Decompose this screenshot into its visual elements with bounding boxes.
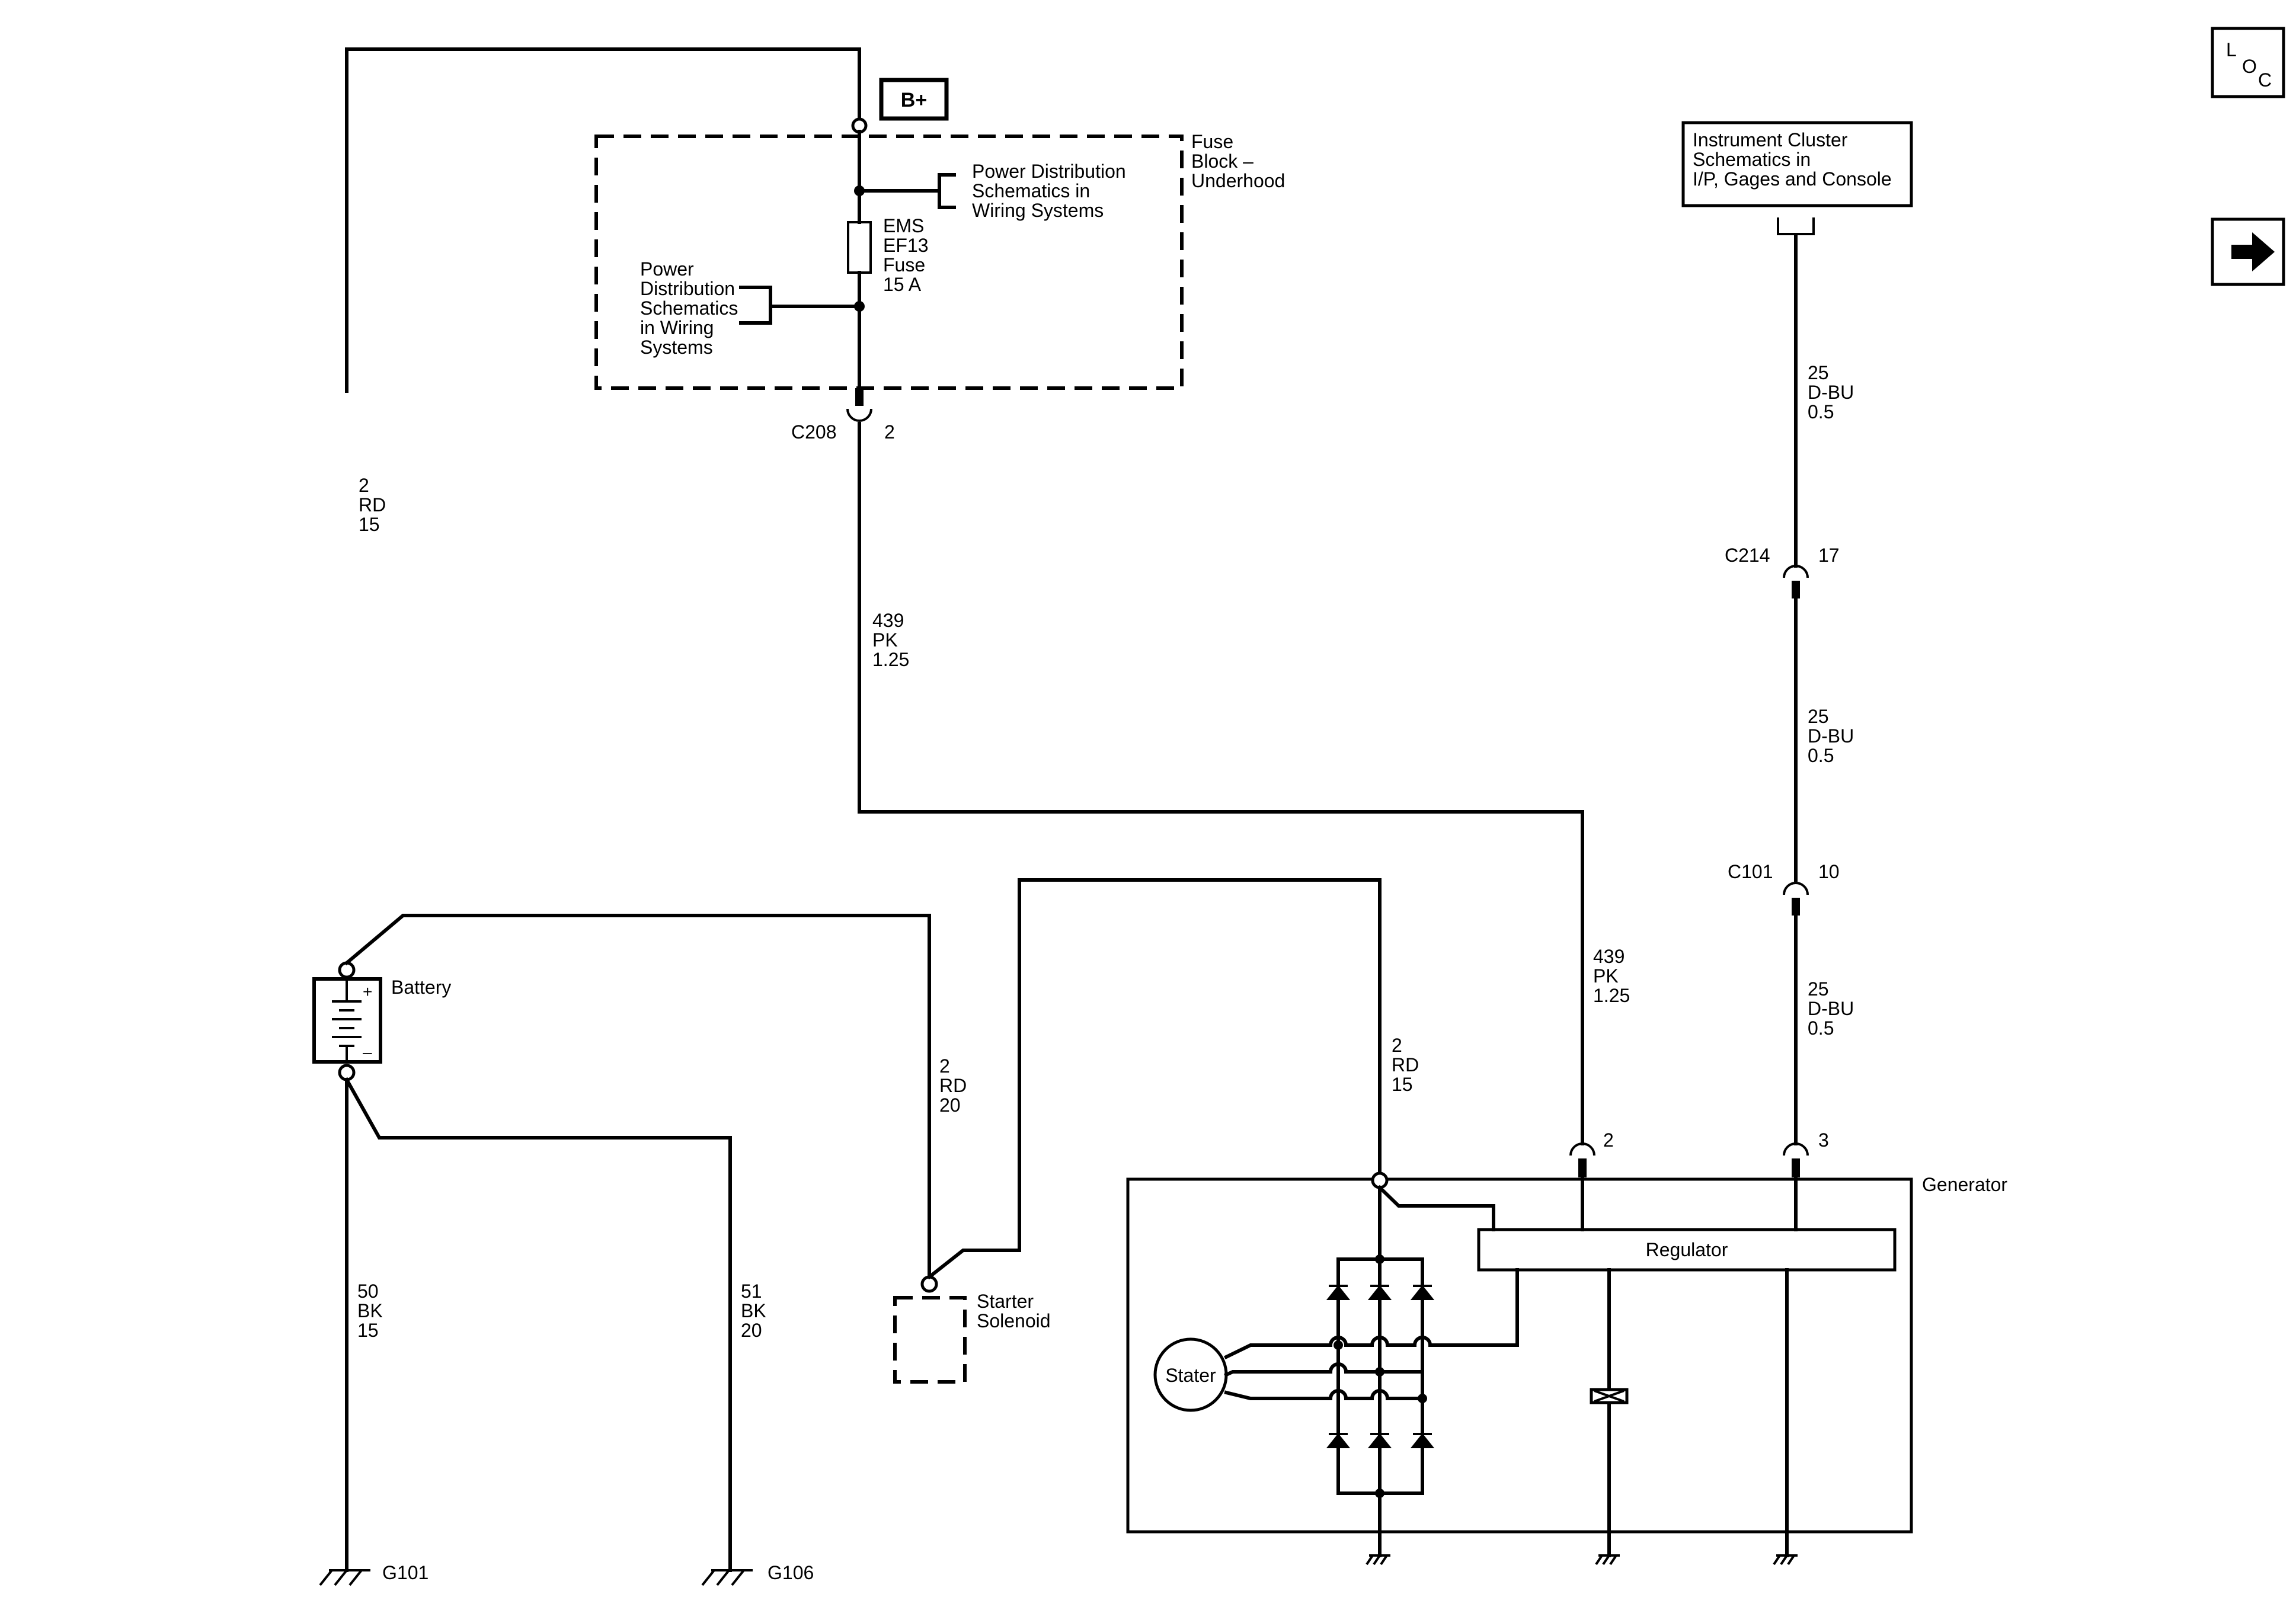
fuse-block-underhood: [594, 135, 1184, 390]
power-dist-right-label: Power Distribution Schematics in Wiring …: [972, 161, 1131, 221]
c208-name: C208: [791, 421, 837, 443]
c101-pin: 10: [1818, 861, 1840, 882]
regulator: [1477, 1228, 1897, 1272]
ground-g106-symbol: [701, 1569, 753, 1586]
instrument-cluster-label: Instrument Cluster Schematics in I/P, Ga…: [1693, 129, 1892, 190]
generator-pin-3: 3: [1818, 1129, 1829, 1151]
regulator-label: Regulator: [1646, 1239, 1728, 1260]
battery-minus-sign: –: [363, 1043, 372, 1061]
c214-name: C214: [1725, 545, 1770, 566]
wire-439-pk-lower-label: 439 PK 1.25: [1593, 946, 1630, 1006]
battery-negative-terminal: [338, 1064, 356, 1081]
wire-51-bk-20-label: 51 BK 20: [741, 1281, 772, 1341]
generator-ground-symbols: [1366, 1554, 1798, 1566]
loc-letter-l: L: [2226, 39, 2237, 60]
arrow-right-icon[interactable]: [2211, 217, 2285, 286]
c214-pin: 17: [1818, 545, 1840, 566]
wire-25-dbu-mid-label: 25 D-BU 0.5: [1808, 706, 1859, 766]
connector-c101: [1783, 882, 1809, 916]
battery-plus-sign: +: [363, 982, 372, 1001]
loc-letter-c: C: [2258, 69, 2272, 91]
connector-c208: [846, 388, 872, 422]
wire-2-rd-15-gen-label: 2 RD 15: [1392, 1035, 1424, 1095]
generator-pin-2: 2: [1603, 1129, 1614, 1151]
field-element-icon: [1590, 1388, 1629, 1404]
connector-c214: [1783, 565, 1809, 598]
ground-g106-label: G106: [768, 1562, 814, 1583]
stator-phase-2: [1224, 1362, 1424, 1377]
stator-phase-1: [1223, 1268, 1519, 1360]
wire-2-rd-15-left-label: 2 RD 15: [359, 475, 391, 535]
wire-439-pk-upper-label: 439 PK 1.25: [872, 610, 909, 670]
wire-439-pk: [858, 422, 1584, 1145]
regulator-input-wires: [1581, 1176, 1798, 1231]
power-dist-left-bracket: [739, 286, 861, 325]
fuse-ef13: [847, 221, 872, 274]
generator-b-plus-to-regulator: [1377, 1185, 1495, 1231]
wire-top-loop: [345, 47, 861, 393]
wire-25-dbu-top-label: 25 D-BU 0.5: [1808, 362, 1859, 422]
generator-label: Generator: [1922, 1174, 2007, 1195]
power-dist-left-label: Power Distribution Schematics in Wiring …: [640, 258, 743, 358]
wire-25-dbu-bot-label: 25 D-BU 0.5: [1808, 978, 1859, 1039]
c101-name: C101: [1728, 861, 1773, 882]
svg-text:B+: B+: [901, 89, 927, 111]
fuse-label: EMS EF13 Fuse 15 A: [883, 215, 933, 295]
fuse-block-label: Fuse Block – Underhood: [1191, 131, 1285, 191]
starter-solenoid-label: Starter Solenoid: [977, 1291, 1051, 1331]
wire-2-rd-20-label: 2 RD 20: [939, 1055, 972, 1116]
b-plus-label: B+: [879, 78, 949, 121]
c208-pin: 2: [884, 421, 895, 443]
power-dist-right-bracket: [858, 173, 956, 209]
instrument-cluster-ref[interactable]: [1681, 121, 1913, 207]
ground-g101-symbol: [319, 1569, 370, 1586]
loc-icon[interactable]: L O C: [2211, 27, 2285, 98]
starter-solenoid: [893, 1296, 967, 1384]
generator-pin-3-connector: [1783, 1142, 1809, 1177]
stator-phase-3: [1224, 1389, 1424, 1400]
stator-label: Stater: [1165, 1365, 1216, 1386]
wire-50-bk-15-label: 50 BK 15: [357, 1281, 388, 1341]
rectifier-bridge: [1326, 1186, 1435, 1557]
generator-pin-2-connector: [1569, 1142, 1595, 1177]
wire-2-rd-20: [344, 914, 931, 1279]
battery-label: Battery: [391, 977, 451, 998]
instrument-cluster-connector: [1777, 217, 1815, 235]
battery: + –: [312, 977, 382, 1064]
wire-2-rd-15-gen: [926, 878, 1382, 1280]
ground-g101-label: G101: [382, 1562, 428, 1583]
wire-51-bk-20: [344, 1077, 732, 1572]
loc-letter-o: O: [2242, 56, 2257, 77]
